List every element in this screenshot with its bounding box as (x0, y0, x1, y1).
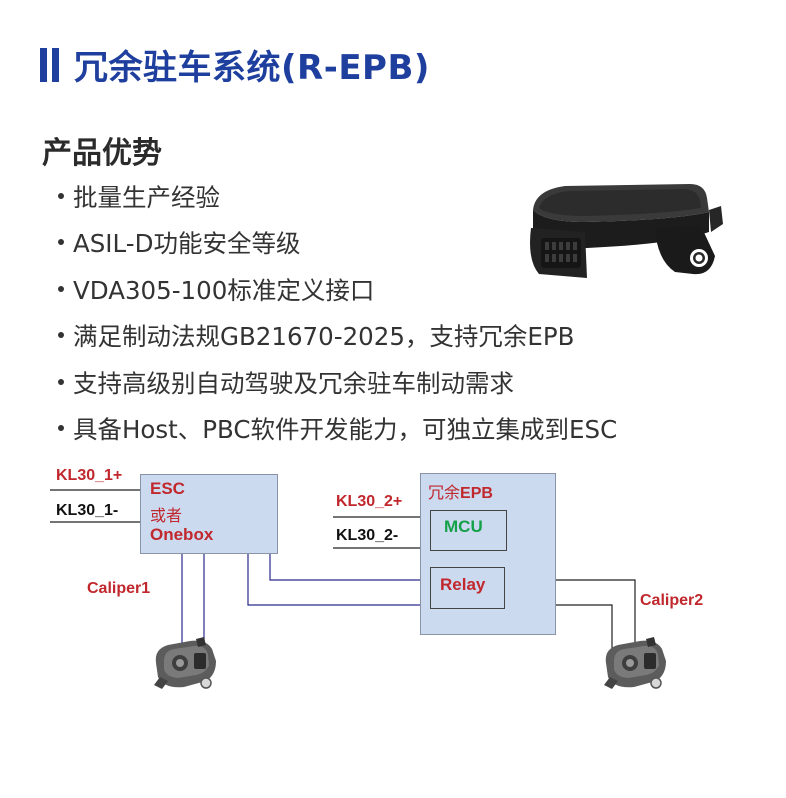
page-title: 冗余驻车系统(R-EPB) (74, 48, 430, 88)
kl30-1-minus-label: KL30_1- (56, 502, 119, 519)
title-accent-bars (40, 48, 60, 82)
esc-onebox-box (140, 474, 278, 554)
onebox-label: Onebox (150, 525, 214, 544)
kl30-1-plus-label: KL30_1+ (56, 467, 123, 484)
caliper1-label: Caliper1 (87, 580, 151, 597)
bullet-dot-icon (58, 193, 64, 199)
caliper2-label: Caliper2 (640, 592, 704, 609)
advantage-item: 具备Host、PBC软件开发能力，可独立集成到ESC (58, 414, 617, 460)
esc-or-label: 或者 (150, 506, 183, 525)
bullet-dot-icon (58, 239, 64, 246)
advantages-list: 批量生产经验 ASIL-D功能安全等级 VDA305-100标准定义接口 满足制… (58, 182, 617, 460)
bullet-dot-icon (58, 378, 64, 385)
relay-box (430, 567, 505, 609)
caliper2-image (604, 637, 666, 689)
relay-label: Relay (440, 575, 486, 594)
caliper1-image (154, 637, 216, 689)
bullet-dot-icon (58, 424, 64, 431)
advantage-item: 批量生产经验 (58, 182, 617, 228)
advantage-item: 满足制动法规GB21670-2025，支持冗余EPB (58, 321, 617, 367)
redundant-epb-title: 冗余EPB (428, 483, 493, 502)
epb-control-unit-image (530, 184, 723, 278)
advantage-item: ASIL-D功能安全等级 (58, 228, 617, 274)
bullet-dot-icon (58, 332, 64, 339)
kl30-2-minus-label: KL30_2- (336, 527, 399, 544)
mcu-box (430, 510, 507, 551)
bullet-dot-icon (58, 285, 64, 292)
mcu-label: MCU (444, 517, 483, 536)
advantage-item: 支持高级别自动驾驶及冗余驻车制动需求 (58, 368, 617, 414)
advantages-heading: 产品优势 (42, 136, 162, 171)
advantage-item: VDA305-100标准定义接口 (58, 275, 617, 321)
esc-label: ESC (150, 479, 185, 498)
kl30-2-plus-label: KL30_2+ (336, 493, 403, 510)
